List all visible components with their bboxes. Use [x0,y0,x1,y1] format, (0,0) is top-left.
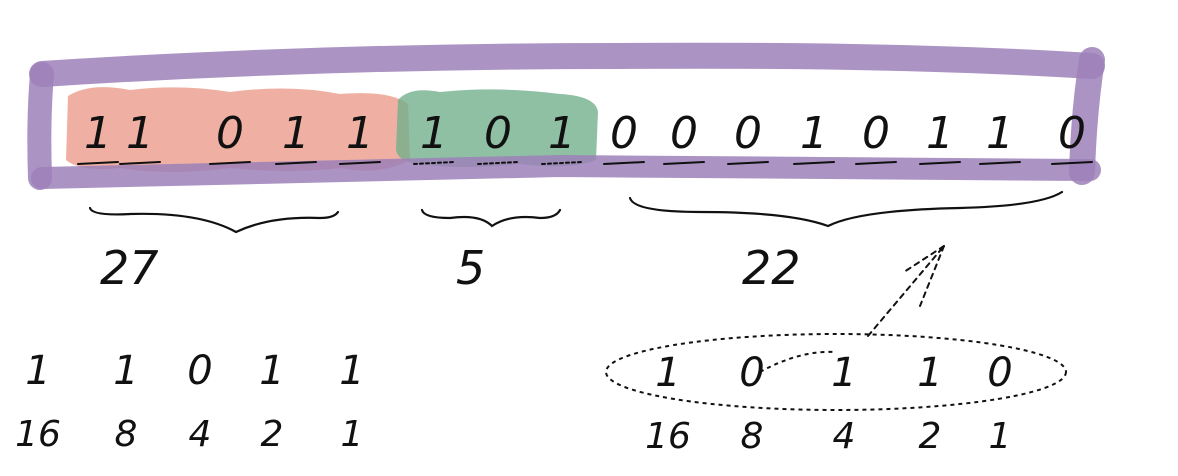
bit-underline-1 [119,161,161,165]
bit-underline-13 [919,161,961,165]
bit-underline-14 [979,161,1021,165]
right-bit-4: 0 [987,350,1012,396]
left-bit-0: 1 [25,348,50,394]
bit-2: 0 [216,108,244,159]
bit-8: 0 [610,108,638,159]
right-bit-0: 1 [655,350,680,396]
bit-underline-8 [603,161,645,165]
bit-underline-5 [413,161,455,165]
bit-underline-2 [209,161,251,165]
bit-underlines [77,161,1093,165]
bit-15: 0 [1058,108,1086,159]
group-5-highlight [396,89,598,167]
bit-4: 1 [346,108,374,159]
left-weight-2: 4 [189,414,212,455]
right-bit-1: 0 [739,350,764,396]
bit-5: 1 [420,108,448,159]
group-value-22: 22 [742,241,801,295]
bit-0: 1 [84,108,112,159]
left-weight-1: 8 [115,414,138,455]
bit-3: 1 [282,108,310,159]
left-weight-4: 1 [341,414,364,455]
left-bit-3: 1 [259,348,284,394]
group-value-5: 5 [456,241,485,295]
right-weight-3: 2 [919,416,942,457]
left-breakdown-weights: 16 8 4 2 1 [15,414,363,455]
group-27-highlight [66,87,410,172]
dashed-ellipse [605,333,1067,411]
left-bit-4: 1 [339,348,364,394]
bit-9: 0 [670,108,698,159]
right-bit-3: 1 [917,350,942,396]
bit-underline-3 [275,161,317,165]
bit-underline-15 [1051,161,1093,165]
bit-13: 1 [926,108,954,159]
brace-5 [420,208,562,228]
dashed-arrow [867,245,945,337]
bit-underline-4 [339,161,381,165]
left-breakdown-bits: 1 1 0 1 1 [25,348,364,394]
bit-10: 0 [734,108,762,159]
left-weight-3: 2 [261,414,284,455]
group-value-27: 27 [100,241,159,295]
bit-underline-0 [77,161,119,165]
left-weight-0: 16 [15,414,61,455]
register-frame [27,42,1105,190]
bit-6: 0 [484,108,512,159]
bit-12: 0 [862,108,890,159]
bit-7: 1 [548,108,576,159]
bit-underline-11 [793,161,835,165]
bit-underline-9 [663,161,705,165]
right-weight-0: 16 [645,416,691,457]
right-bit-2: 1 [831,350,856,396]
bit-underline-7 [541,161,583,165]
bit-underline-6 [477,161,519,165]
left-bit-2: 0 [187,348,212,394]
brace-22 [628,190,1064,228]
brace-27 [88,206,340,234]
bit-1: 1 [126,108,154,159]
group-braces [88,190,1064,234]
right-breakdown-weights: 16 8 4 2 1 [645,416,1011,457]
right-weight-4: 1 [989,416,1012,457]
bit-14: 1 [986,108,1014,159]
right-weight-1: 8 [741,416,764,457]
bit-underline-12 [855,161,897,165]
bit-11: 1 [800,108,828,159]
dashed-curve [759,350,837,373]
bit-underline-10 [727,161,769,165]
left-bit-1: 1 [113,348,138,394]
right-weight-2: 4 [833,416,856,457]
